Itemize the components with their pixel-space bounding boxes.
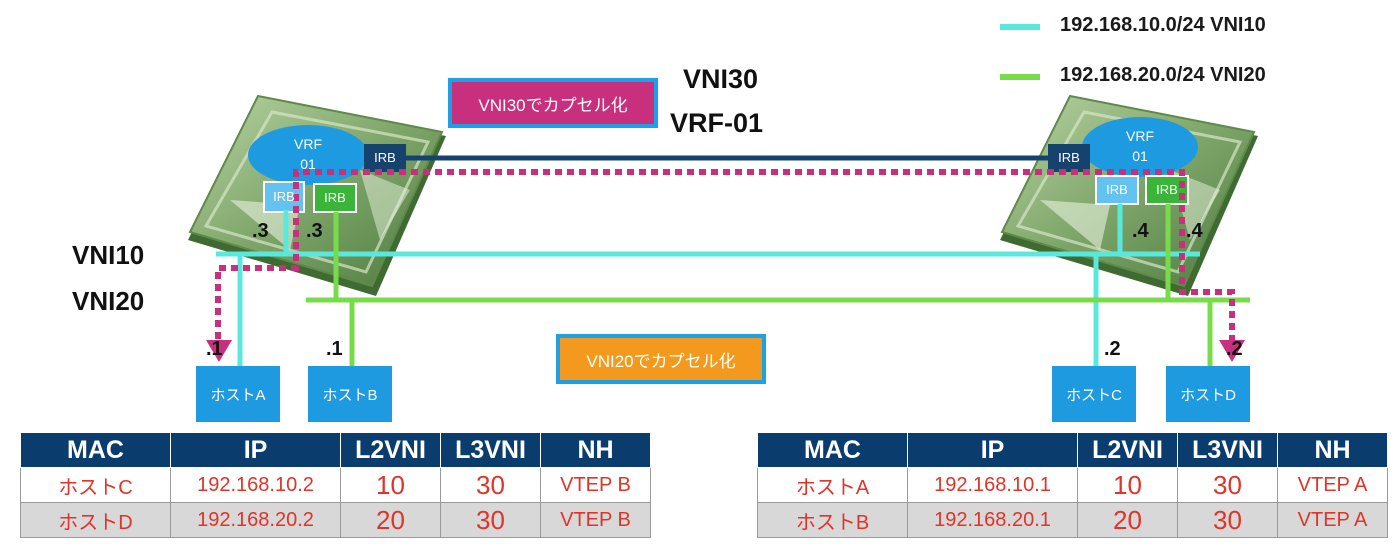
vrf-sub-left: 01 <box>300 156 316 172</box>
vni20-label: VNI20 <box>72 286 145 316</box>
col-header-l3vni: L3VNI <box>1177 432 1278 468</box>
cell-nh: VTEP B <box>540 467 651 503</box>
cell-ip: 192.168.20.2 <box>170 502 341 538</box>
vni20-segment <box>306 204 1250 368</box>
irb-vni10-left: IRB <box>273 189 295 204</box>
vni30-encap-caption: VNI30でカプセル化 <box>448 78 658 128</box>
cell-l3vni: 30 <box>440 467 541 503</box>
host-b: ホストB <box>308 366 392 422</box>
irb-l3-left-box <box>364 144 406 172</box>
cell-l2vni: 10 <box>340 467 441 503</box>
legend-label-vni20: 192.168.20.0/24 VNI20 <box>1060 64 1266 86</box>
vrf-ellipse-left <box>248 125 368 185</box>
vrf-ellipse-right <box>1082 117 1198 177</box>
irb-vni10-right-box <box>1095 175 1139 205</box>
host-a-addr: .1 <box>206 338 223 360</box>
col-header-l3vni: L3VNI <box>440 432 541 468</box>
vrf-01-label: VRF-01 <box>670 108 764 138</box>
vrf-label-right: VRF 01 <box>1114 126 1166 166</box>
cell-mac: ホストD <box>20 502 171 538</box>
routing-table-left: MAC IP L2VNI L3VNI NH ホストC 192.168.10.2 … <box>20 432 651 538</box>
cell-l3vni: 30 <box>1177 467 1278 503</box>
table-row: ホストD 192.168.20.2 20 30 VTEP B <box>20 502 651 538</box>
irb-vni20-left-box <box>313 183 357 213</box>
path-arrowhead-left <box>206 340 232 362</box>
addr-irb-vni20-right: .4 <box>1186 220 1203 242</box>
irb-vni10-right: IRB <box>1106 182 1128 197</box>
cell-l2vni: 20 <box>340 502 441 538</box>
vrf-name-right: VRF <box>1126 128 1154 144</box>
cell-mac: ホストB <box>757 502 908 538</box>
cell-ip: 192.168.10.1 <box>907 467 1078 503</box>
col-header-ip: IP <box>170 432 341 468</box>
cell-ip: 192.168.10.2 <box>170 467 341 503</box>
col-header-l2vni: L2VNI <box>340 432 441 468</box>
host-a: ホストA <box>196 366 280 422</box>
irb-vni20-right: IRB <box>1156 182 1178 197</box>
col-header-l2vni: L2VNI <box>1077 432 1178 468</box>
cell-l3vni: 30 <box>440 502 541 538</box>
routing-table-right: MAC IP L2VNI L3VNI NH ホストA 192.168.10.1 … <box>757 432 1388 538</box>
addr-irb-vni20-left: .3 <box>306 220 323 242</box>
vrf-name-left: VRF <box>294 136 322 152</box>
cell-nh: VTEP B <box>540 502 651 538</box>
col-header-nh: NH <box>540 432 651 468</box>
col-header-nh: NH <box>1277 432 1388 468</box>
host-c-addr: .2 <box>1104 338 1121 360</box>
table-header-row: MAC IP L2VNI L3VNI NH <box>757 432 1388 468</box>
table-row: ホストB 192.168.20.1 20 30 VTEP A <box>757 502 1388 538</box>
addr-irb-vni10-right: .4 <box>1132 220 1149 242</box>
vni30-label: VNI30 <box>683 64 759 94</box>
vrf-sub-right: 01 <box>1132 148 1148 164</box>
legend-label-vni10: 192.168.10.0/24 VNI10 <box>1060 14 1266 36</box>
irb-l3-right-box <box>1048 144 1090 172</box>
host-c: ホストC <box>1052 366 1136 422</box>
host-d: ホストD <box>1166 366 1250 422</box>
cell-mac: ホストC <box>20 467 171 503</box>
cell-l3vni: 30 <box>1177 502 1278 538</box>
cell-ip: 192.168.20.1 <box>907 502 1078 538</box>
vni10-label: VNI10 <box>72 240 145 270</box>
path-arrowhead-right <box>1219 340 1245 362</box>
cell-l2vni: 20 <box>1077 502 1178 538</box>
vrf-label-left: VRF 01 <box>282 134 334 174</box>
irb-l3-left: IRB <box>374 150 396 165</box>
cell-l2vni: 10 <box>1077 467 1178 503</box>
cell-mac: ホストA <box>757 467 908 503</box>
table-header-row: MAC IP L2VNI L3VNI NH <box>20 432 651 468</box>
col-header-ip: IP <box>907 432 1078 468</box>
irb-l3-right: IRB <box>1058 150 1080 165</box>
host-d-addr: .2 <box>1226 338 1243 360</box>
addr-irb-vni10-left: .3 <box>252 220 269 242</box>
table-row: ホストC 192.168.10.2 10 30 VTEP B <box>20 467 651 503</box>
col-header-mac: MAC <box>20 432 171 468</box>
irb-vni20-left: IRB <box>324 190 346 205</box>
vni20-encap-caption: VNI20でカプセル化 <box>556 334 766 384</box>
col-header-mac: MAC <box>757 432 908 468</box>
traffic-path <box>215 169 1235 342</box>
cell-nh: VTEP A <box>1277 467 1388 503</box>
cell-nh: VTEP A <box>1277 502 1388 538</box>
host-b-addr: .1 <box>326 338 343 360</box>
vni10-segment <box>216 204 1200 368</box>
table-row: ホストA 192.168.10.1 10 30 VTEP A <box>757 467 1388 503</box>
